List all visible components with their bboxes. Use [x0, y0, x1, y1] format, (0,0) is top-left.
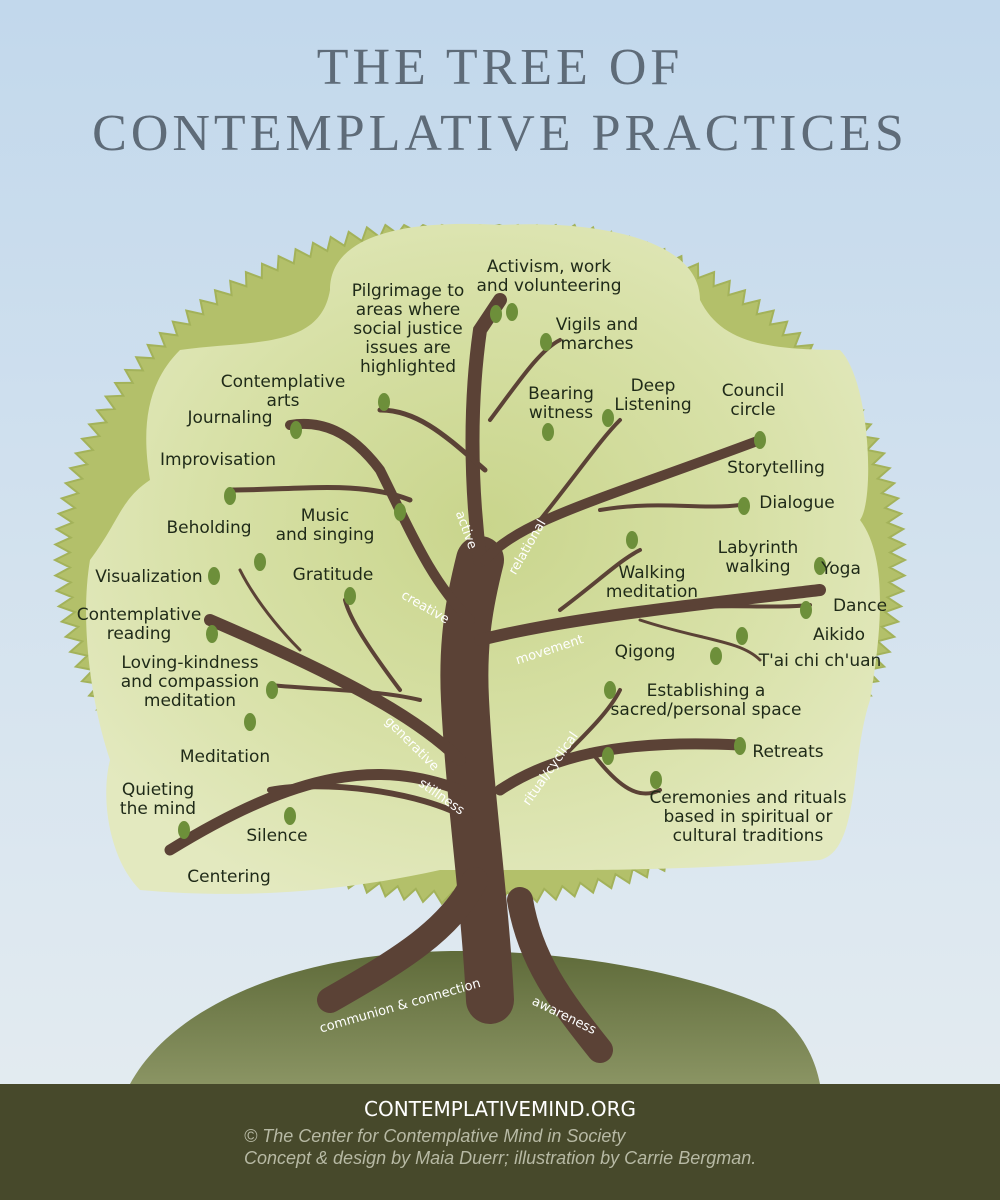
practice-centering: Centering — [187, 867, 271, 887]
practice-silence: Silence — [246, 826, 308, 846]
practice-aikido: Aikido — [812, 625, 866, 645]
practice-qigong: Qigong — [614, 642, 676, 662]
copyright-credit: © The Center for Contemplative Mind in S… — [244, 1126, 626, 1146]
practice-retreats: Retreats — [752, 742, 824, 762]
practice-beholding: Beholding — [166, 518, 252, 538]
page-title-line-1: THE TREE OF — [316, 39, 684, 96]
practice-improvisation: Improvisation — [159, 450, 277, 470]
page-title-line-2: CONTEMPLATIVE PRACTICES — [92, 105, 908, 162]
design-credit: Concept & design by Maia Duerr; illustra… — [244, 1148, 757, 1168]
website-link[interactable]: CONTEMPLATIVEMIND.ORG — [363, 1097, 636, 1121]
practice-dance: Dance — [832, 596, 888, 616]
practice-yoga: Yoga — [821, 559, 861, 579]
practice-dialogue: Dialogue — [759, 493, 835, 513]
practice-taichi: T'ai chi ch'uan — [758, 651, 882, 671]
footer-bar — [0, 1084, 1000, 1200]
practice-meditation: Meditation — [179, 747, 271, 767]
practice-journaling: Journaling — [187, 408, 273, 428]
tree-trunk — [164, 293, 826, 1063]
practice-visualization: Visualization — [95, 567, 203, 587]
practice-storytelling: Storytelling — [727, 458, 825, 478]
practice-gratitude: Gratitude — [292, 565, 374, 585]
leaves — [178, 303, 826, 839]
